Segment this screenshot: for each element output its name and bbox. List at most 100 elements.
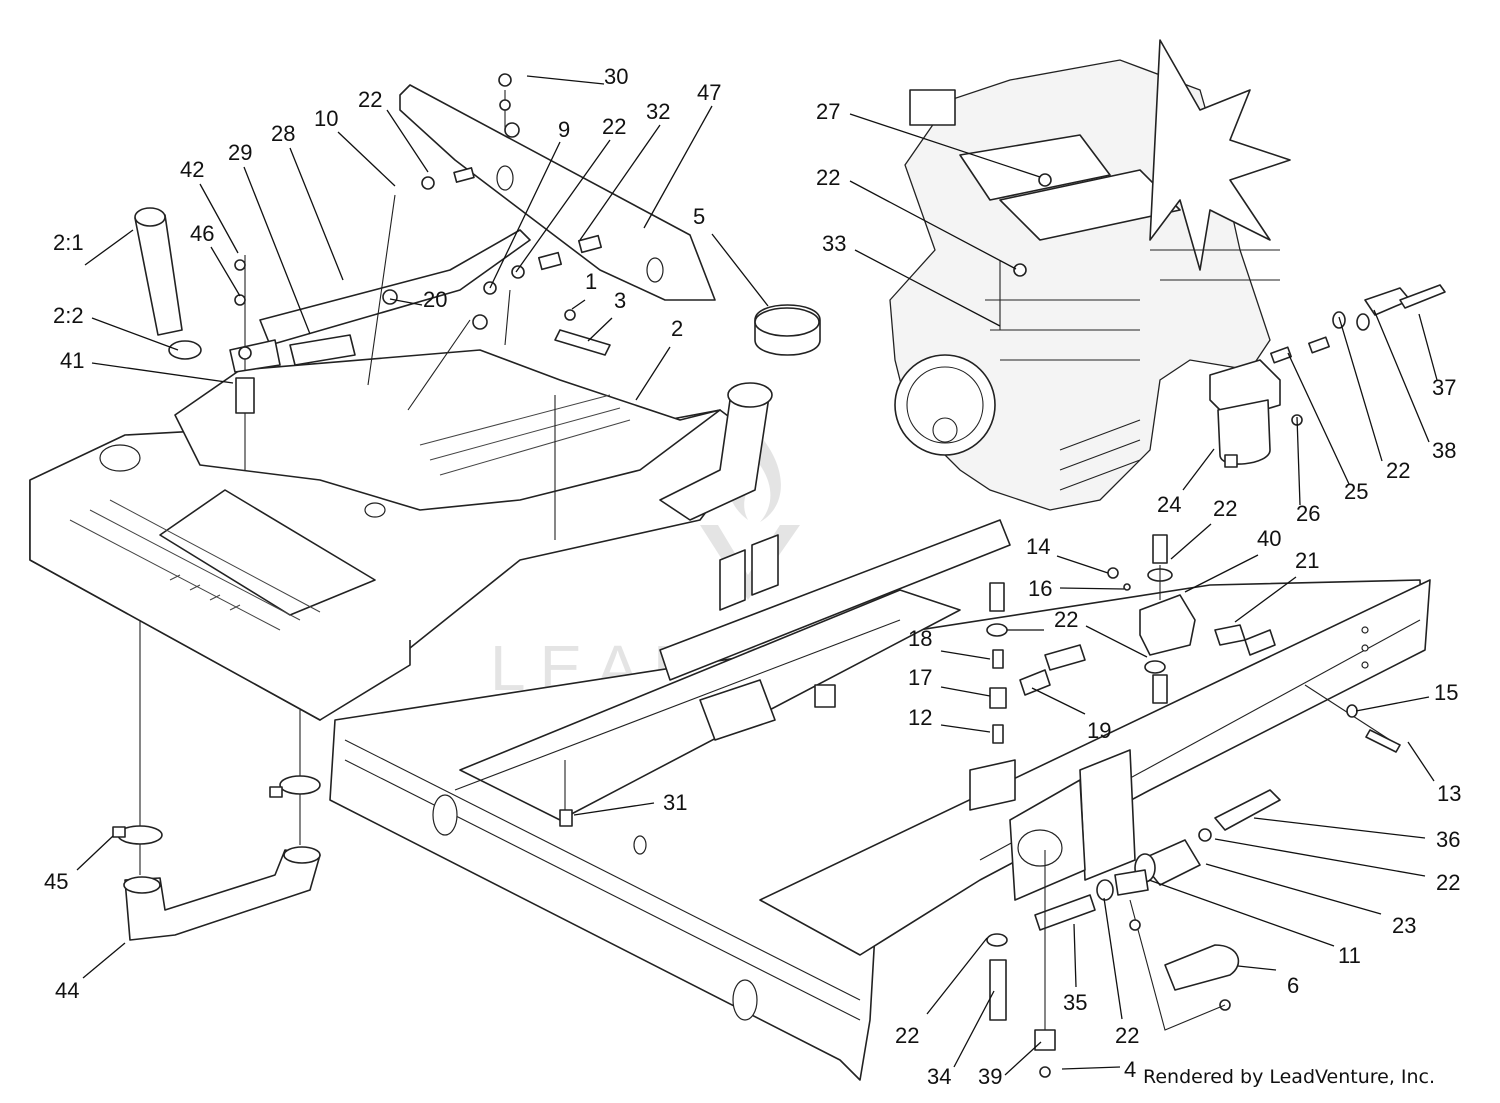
grip-2-1 <box>134 214 183 336</box>
callout-35: 35 <box>1063 990 1087 1015</box>
credit-text: Rendered by LeadVenture, Inc. <box>1143 1066 1436 1088</box>
callout-30: 30 <box>604 64 628 89</box>
leader-line-6 <box>1237 965 1277 971</box>
callout-23: 23 <box>1392 913 1416 938</box>
leader-line-11 <box>1148 879 1335 947</box>
leader-line-41 <box>91 362 234 384</box>
leader-line-22c <box>849 180 1017 270</box>
leader-line-36 <box>1253 817 1426 839</box>
leader-line-37 <box>1418 313 1438 381</box>
frame-upright-tab <box>719 549 746 611</box>
callout-46: 46 <box>190 221 214 246</box>
leader-line-9 <box>489 141 561 289</box>
leader-line-45 <box>76 835 114 871</box>
callout-45: 45 <box>44 869 68 894</box>
leader-line-26 <box>1296 416 1301 506</box>
leader-line-1 <box>571 299 586 310</box>
leader-line-3 <box>587 317 613 342</box>
leader-line-23 <box>1205 863 1382 915</box>
callout-36: 36 <box>1436 827 1460 852</box>
leader-line-35 <box>1073 923 1077 988</box>
flywheel <box>894 354 996 456</box>
fitting-19 <box>1019 669 1051 696</box>
callout-38: 38 <box>1432 438 1456 463</box>
frame-bracket-mid <box>1079 749 1136 881</box>
leader-line-5 <box>711 233 769 307</box>
callout-26: 26 <box>1296 501 1320 526</box>
fuel-system <box>554 284 1446 1078</box>
callout-2-2: 2:2 <box>53 303 84 328</box>
callout-2: 2 <box>671 316 683 341</box>
leader-line-16 <box>1059 587 1125 590</box>
leader-line-2-1 <box>84 229 134 266</box>
callout-14: 14 <box>1026 534 1050 559</box>
mount-40 <box>1139 594 1196 656</box>
leader-line-2-2 <box>91 317 179 351</box>
callout-22f: 22 <box>1054 607 1078 632</box>
leader-line-46 <box>210 246 241 297</box>
callout-32: 32 <box>646 99 670 124</box>
callout-27: 27 <box>816 99 840 124</box>
leader-line-40 <box>1184 554 1259 593</box>
engine-assembly <box>889 39 1291 511</box>
leader-line-22d <box>1338 316 1383 462</box>
callout-28: 28 <box>271 121 295 146</box>
callout-22c: 22 <box>816 165 840 190</box>
callout-9: 9 <box>558 117 570 142</box>
leader-line-22a <box>386 109 429 173</box>
callout-47: 47 <box>697 80 721 105</box>
callout-11: 11 <box>1338 943 1361 968</box>
callout-34: 34 <box>927 1064 951 1089</box>
fuel-line-36 <box>1214 789 1281 831</box>
callout-6: 6 <box>1287 973 1299 998</box>
leader-line-21 <box>1234 576 1297 623</box>
callout-40: 40 <box>1257 526 1281 551</box>
rods-and-fittings <box>134 73 821 521</box>
fuel-line-34 <box>989 959 1007 1021</box>
grommet-2-2 <box>168 340 202 360</box>
leader-line-17 <box>940 686 991 697</box>
filter-bowl-24 <box>1217 399 1271 465</box>
leader-line-24 <box>1182 448 1215 491</box>
callout-4: 4 <box>1124 1057 1136 1082</box>
leader-line-18 <box>940 650 991 660</box>
callout-22b: 22 <box>602 114 626 139</box>
valve-cover <box>959 134 1111 201</box>
callout-12: 12 <box>908 705 932 730</box>
leader-line-12 <box>940 724 991 733</box>
floor-platform <box>29 349 761 721</box>
leader-line-44 <box>82 942 126 979</box>
leader-line-39 <box>1004 1041 1042 1076</box>
leader-line-30 <box>526 75 605 85</box>
cowl-assembly <box>229 84 716 373</box>
leader-line-32 <box>579 124 661 241</box>
callout-19: 19 <box>1087 718 1111 743</box>
fuel-line-37 <box>1399 284 1446 309</box>
callout-41: 41 <box>60 348 84 373</box>
callout-42: 42 <box>180 157 204 182</box>
callout-25: 25 <box>1344 479 1368 504</box>
callout-3: 3 <box>614 288 626 313</box>
callout-39: 39 <box>978 1064 1002 1089</box>
leader-line-13 <box>1407 741 1435 782</box>
callout-5: 5 <box>693 204 705 229</box>
leader-line-47 <box>643 105 713 229</box>
leader-line-22g <box>1085 625 1148 658</box>
guard-6 <box>1164 944 1240 991</box>
leader-line-33 <box>854 249 1001 327</box>
leader-line-22e <box>1170 523 1212 560</box>
callout-22a: 22 <box>358 87 382 112</box>
leader-line-22i <box>926 937 988 1015</box>
callout-21: 21 <box>1295 548 1319 573</box>
callout-31: 31 <box>663 790 687 815</box>
clamp-upper <box>279 775 321 795</box>
callout-33: 33 <box>822 231 846 256</box>
spacer-41 <box>235 377 255 414</box>
callout-18: 18 <box>908 626 932 651</box>
callout-15: 15 <box>1434 680 1458 705</box>
callout-16: 16 <box>1028 576 1052 601</box>
clamp-11 <box>1114 869 1149 896</box>
pedal-pad <box>554 329 611 356</box>
